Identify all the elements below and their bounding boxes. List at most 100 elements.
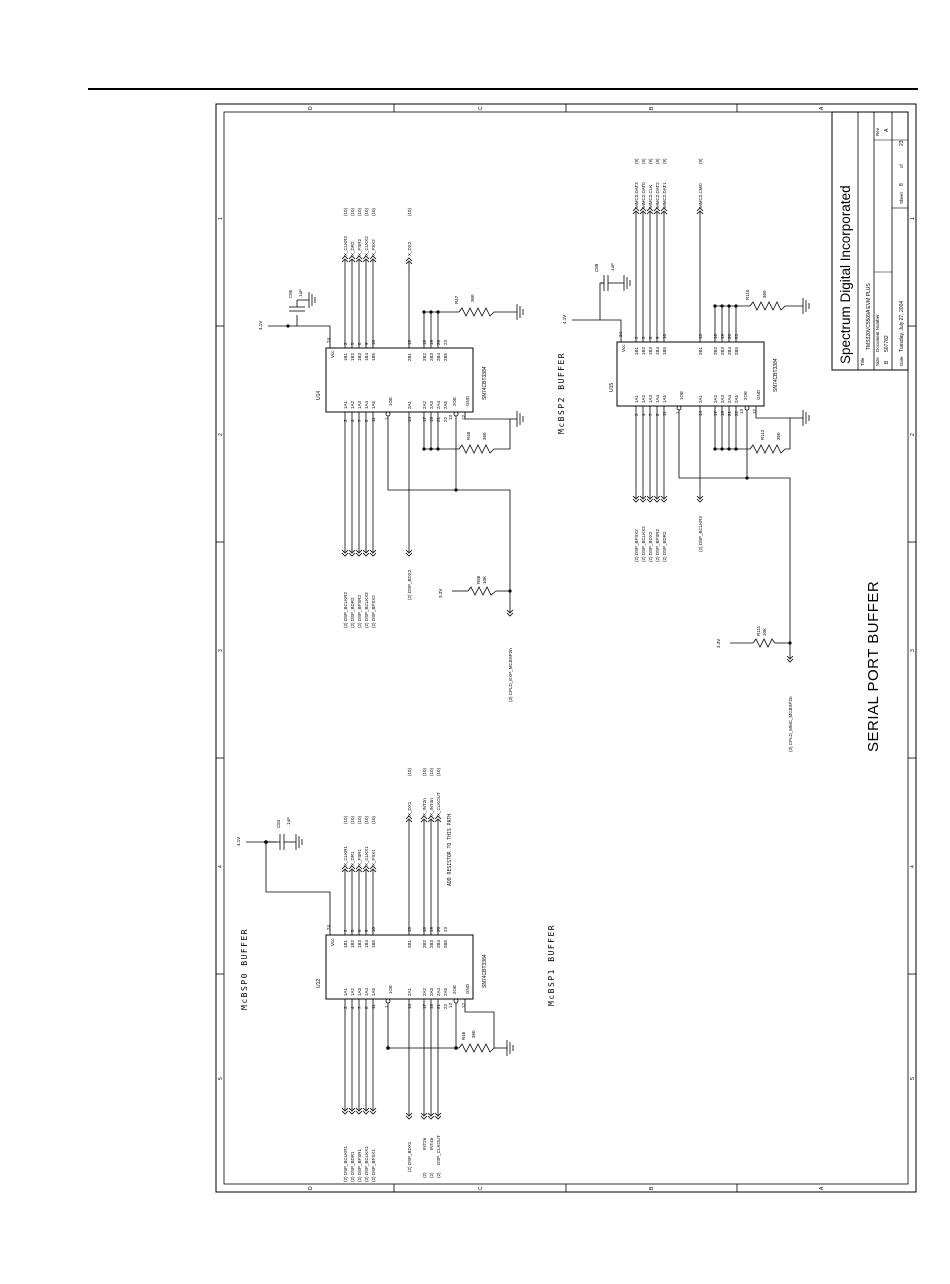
u12-right-pin-name: 2B3 [429, 939, 434, 948]
u14-left-pin-name: 2A5 [443, 400, 448, 409]
u15-out-5: MMC2.DAT1 [662, 182, 667, 208]
u15-pin-vcc: 24 [618, 331, 623, 337]
resistor-r48 [458, 444, 495, 454]
connector-arrow [369, 255, 377, 263]
u12-oe1: 1OE [388, 985, 393, 994]
u15-right-pin-name: 2B4 [727, 346, 732, 355]
connector-arrow [348, 255, 356, 263]
u12-out-ref-1: (10) [343, 815, 348, 824]
u14-right-pin-name: 1B5 [371, 352, 376, 361]
u15-left-pin-number: 22 [734, 410, 739, 416]
u15-right-pin-name: 1B1 [634, 346, 639, 355]
u15-in-2: (2) DSP_BCLKX2 [641, 526, 646, 562]
u14-out-5: X_FSX2 [371, 239, 376, 256]
u12-right-pin-number: 15 [407, 926, 412, 932]
u14-left-pin-name: 1A4 [364, 400, 369, 409]
u12-vcc: Vcc [330, 938, 335, 946]
connector-arrow [427, 815, 435, 823]
u12-left-pin-name: 1A3 [357, 987, 362, 996]
u15-left-pin-name: 1A4 [655, 394, 660, 403]
u14-in2-1: (2) DSP_BDX2 [407, 569, 412, 600]
u12-right-pin-name: 1B1 [343, 939, 348, 948]
u15-right-pin-number: 16 [713, 333, 718, 339]
u15-in-4: (2) DSP_BFSR2 [655, 528, 660, 562]
c88-ref: C88 [594, 263, 599, 272]
u14-right-pin-number: 2 [343, 342, 348, 345]
u12-oe2: 2OE [452, 985, 457, 994]
connector-arrow [646, 495, 654, 503]
connector-arrow [506, 609, 514, 617]
connector-arrow [639, 495, 647, 503]
title-block: Spectrum Digital Incorporated Title TMS3… [831, 111, 909, 371]
u14-left-pin-name: 2A2 [422, 400, 427, 409]
u12-out2-1: X_DX1 [407, 801, 412, 816]
u14-left-pin-name: 2A3 [429, 400, 434, 409]
u15-left-pin-number: 8 [655, 413, 660, 416]
u14-input-labels: (2) DSP_BCLKR2 (2) DSP_BDR2 (2) DSP_BFSR… [343, 569, 513, 702]
u12-in-3: (2) DSP_BFSR1 [357, 1148, 362, 1182]
company-name: Spectrum Digital Incorporated [838, 185, 853, 364]
u14-left-pin-name: 1A2 [350, 400, 355, 409]
page-header-rule [88, 88, 918, 90]
zone-letter-bottom-2: C [478, 1186, 484, 1190]
r86-ref: R86 [476, 575, 481, 584]
u12-left-pin-name: 2A3 [429, 987, 434, 996]
r110-ref: R110 [745, 289, 750, 300]
u15-out-1: MMC2.DAT3 [634, 182, 639, 208]
u15-in-1: (2) DSP_BFSX2 [634, 529, 639, 562]
u14-right-pin-name: 1B3 [357, 352, 362, 361]
u15-left-pin-name: 1A2 [641, 394, 646, 403]
u12-in2-1: (2) DSP_BDX1 [407, 1141, 412, 1172]
section-label-mcbsp1: McBSP1 BUFFER [547, 924, 556, 1006]
u14-out-ref-1: (10) [343, 207, 348, 216]
c84-ref: C84 [276, 819, 281, 828]
u12-right-pin-name: 1B2 [350, 939, 355, 948]
u15-out-4: MMC2.DAT2 [655, 182, 660, 208]
u12-right-pin-number: 6 [357, 929, 362, 932]
u12-left-pin-name: 1A5 [371, 987, 376, 996]
u15-right-pin-number: 20 [727, 333, 732, 339]
u15-left-pin-number: 18 [720, 410, 725, 416]
u12-left-pin-number: 18 [429, 1003, 434, 1009]
u14-left-pin-number: 3 [343, 419, 348, 422]
docnum-label: Document Number [875, 314, 880, 352]
u14-gnd: GND [465, 395, 470, 406]
connector-arrow [355, 549, 363, 557]
u15-out2-1: MMC2.CMD [698, 183, 703, 208]
u12-pin-gnd: 12 [461, 1002, 466, 1008]
u12-input-labels: (2) DSP_BCLKR1 (2) DSP_BDR1 (2) DSP_BFSR… [343, 1135, 441, 1182]
zone-number-right-2: 2 [910, 433, 916, 436]
u12-out2-ref-4: (10) [436, 767, 441, 776]
page-title: SERIAL PORT BUFFER [865, 581, 882, 752]
connector-arrow [660, 207, 668, 215]
u12-part: SN74CBT3384 [482, 954, 488, 988]
u12-junction-1 [386, 1046, 390, 1050]
zone-number-left-2: 2 [218, 433, 224, 436]
connector-arrow [348, 549, 356, 557]
u14-in-1: (2) DSP_BCLKR2 [343, 591, 348, 628]
connector-arrow [405, 815, 413, 823]
r112-ref: R112 [760, 429, 765, 440]
u15-right-pin-name: 1B5 [662, 346, 667, 355]
u15-vcc: Vcc [621, 344, 626, 352]
u15-wires [572, 212, 803, 658]
u12-out2-ref-2: (10) [422, 767, 427, 776]
u15-left-pin-number: 11 [662, 411, 667, 416]
u12-right-pin-name: 2B2 [422, 939, 427, 948]
u15-resistors [749, 301, 786, 648]
u15-left-pin-number: 17 [713, 410, 718, 416]
u14-out-3: X_FSR2 [357, 238, 362, 256]
u14-out2-ref-1: (10) [407, 207, 412, 216]
section-label-mcbsp0: McBSP0 BUFFER [240, 928, 249, 1010]
c88-val: .1uF [610, 263, 615, 272]
u12-oe1-bubble [385, 998, 391, 1004]
chip-u12: U12 SN74CBT3384 Vcc GND 1OE 2OE 24 12 1 … [316, 924, 488, 1009]
u12-out2-4: X_CLKOUT [436, 792, 441, 816]
u14-in-4: (2) DSP_BCLKX2 [364, 592, 369, 628]
resistor-r47 [458, 307, 495, 317]
connector-arrow [369, 865, 377, 873]
u14-left-pin-number: 14 [407, 416, 412, 422]
u15-out-3: MMC2.CLK [648, 185, 653, 208]
u15-left-pin-name: 2A4 [727, 394, 732, 403]
